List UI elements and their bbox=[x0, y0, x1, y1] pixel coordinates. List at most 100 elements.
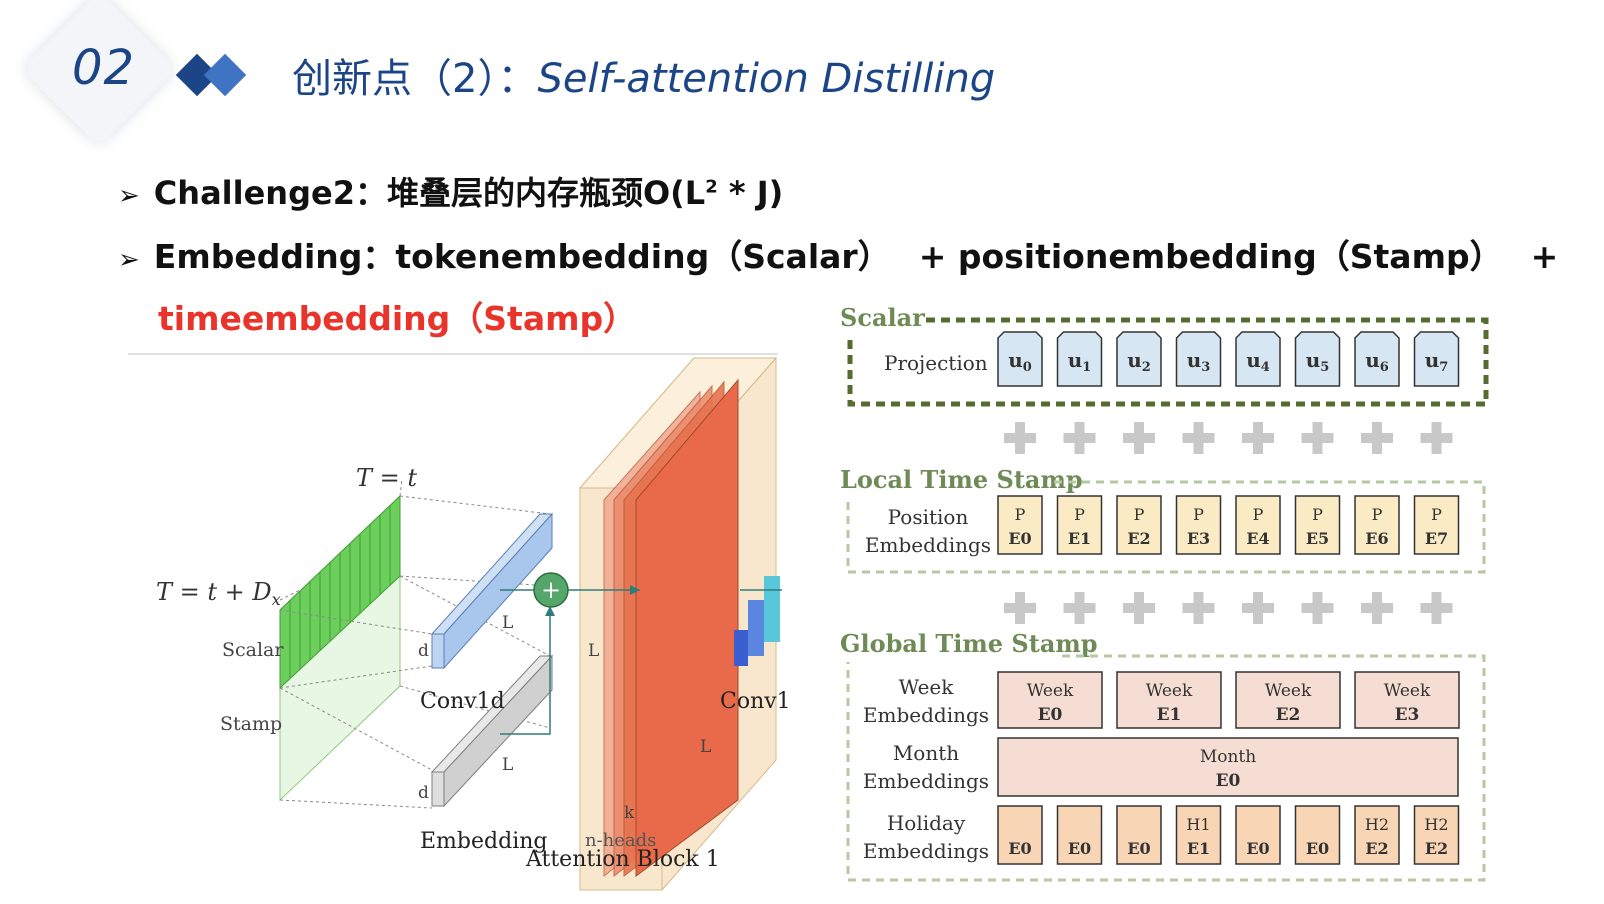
plus-icon bbox=[1004, 422, 1036, 454]
conv1d-token-bar bbox=[430, 512, 554, 670]
projection-cell: u5 bbox=[1294, 331, 1341, 387]
section-title-local-time-stamp: Local Time Stamp bbox=[840, 465, 1083, 494]
projection-cell-label: u0 bbox=[1008, 348, 1032, 375]
label-conv1d: Conv1d bbox=[420, 689, 505, 714]
position-cell-bottom: E3 bbox=[1187, 529, 1210, 548]
plus-icon bbox=[1063, 422, 1096, 454]
position-cell-bottom: E4 bbox=[1246, 529, 1269, 548]
projection-cell: u4 bbox=[1235, 331, 1281, 387]
projection-cell-letter: u bbox=[1306, 348, 1321, 372]
section-title-scalar: Scalar bbox=[840, 303, 925, 332]
projection-cell-subscript: 6 bbox=[1380, 360, 1389, 375]
plus-icon bbox=[1123, 422, 1155, 454]
projection-cell-letter: u bbox=[1068, 348, 1083, 372]
position-cell-top: P bbox=[1134, 505, 1145, 524]
month-cell: Month E0 bbox=[997, 737, 1459, 797]
input-tensor bbox=[279, 494, 401, 802]
bullet-embedding: ➢Embedding：tokenembedding（Scalar）+ posit… bbox=[118, 230, 1558, 278]
projection-cell-label: u6 bbox=[1365, 348, 1389, 375]
plus-icon bbox=[1182, 592, 1215, 624]
position-cell-top: P bbox=[1372, 505, 1383, 524]
position-cell: PE5 bbox=[1294, 495, 1341, 555]
label-position-1: Position bbox=[888, 505, 969, 529]
bullet-challenge: ➢Challenge2：堆叠层的内存瓶颈O(L2 * J) bbox=[118, 168, 783, 214]
position-cell-bottom: E2 bbox=[1127, 529, 1150, 548]
month-cell-bottom: E0 bbox=[1216, 771, 1241, 791]
projection-cell: u3 bbox=[1175, 331, 1222, 387]
projection-cell-letter: u bbox=[1246, 348, 1261, 372]
label-position-2: Embeddings bbox=[865, 533, 991, 557]
label-stamp: Stamp bbox=[220, 713, 282, 735]
label-month-1: Month bbox=[893, 741, 959, 765]
plus-icon bbox=[1182, 422, 1215, 454]
label-k: k bbox=[624, 803, 635, 823]
challenge-text: Challenge2：堆叠层的内存瓶颈O(L bbox=[153, 174, 706, 212]
projection-cell-subscript: 1 bbox=[1082, 360, 1091, 375]
label-holiday-2: Embeddings bbox=[863, 839, 989, 863]
label-week-2: Embeddings bbox=[863, 703, 989, 727]
label-month-2: Embeddings bbox=[863, 769, 989, 793]
week-cell-bottom: E3 bbox=[1395, 705, 1420, 725]
position-cell-top: P bbox=[1431, 505, 1442, 524]
holiday-cell-bottom: E0 bbox=[1127, 839, 1150, 858]
label-embedding: Embedding bbox=[420, 829, 547, 854]
embedding-highlight: timeembedding（Stamp） bbox=[158, 299, 637, 338]
plus-icon bbox=[1420, 592, 1453, 624]
week-cell-bottom: E2 bbox=[1276, 705, 1301, 725]
plus-icon bbox=[1361, 422, 1393, 454]
position-cell: P E7 bbox=[1413, 495, 1460, 555]
plus-row bbox=[1004, 592, 1453, 624]
holiday-cell-bottom: E0 bbox=[1306, 839, 1329, 858]
embedding-part3: + bbox=[1530, 237, 1559, 276]
plus-icon bbox=[1242, 592, 1274, 624]
plus-icon bbox=[1420, 422, 1453, 454]
embedding-part1: Embedding：tokenembedding（Scalar） bbox=[153, 237, 891, 276]
slide-title: 创新点（2）：Self-attention Distilling bbox=[292, 46, 995, 104]
label-projection: Projection bbox=[884, 351, 988, 375]
arrow-bullet-icon: ➢ bbox=[118, 245, 140, 275]
projection-cell-letter: u bbox=[1187, 348, 1202, 372]
plus-icon bbox=[1242, 422, 1274, 454]
position-cell: PE0 bbox=[997, 495, 1043, 555]
label-t-left: T = t + Dx bbox=[156, 578, 281, 609]
plus-icon bbox=[1004, 592, 1036, 624]
position-cell-top: P bbox=[1193, 505, 1204, 524]
position-cell: PE1 bbox=[1056, 495, 1103, 555]
holiday-cell: E0 bbox=[997, 805, 1043, 865]
label-l-block: L bbox=[588, 641, 599, 661]
projection-cell-letter: u bbox=[1425, 348, 1440, 372]
plus-symbol: + bbox=[541, 576, 561, 604]
holiday-cell: E0 bbox=[1116, 805, 1162, 865]
label-t-top: T = t bbox=[356, 464, 417, 492]
label-l-lower: L bbox=[502, 755, 513, 775]
label-conv1-right: Conv1 bbox=[720, 689, 791, 714]
position-cell-bottom: E6 bbox=[1365, 529, 1388, 548]
projection-cell-subscript: 0 bbox=[1023, 360, 1032, 375]
slide-title-en: Self-attention Distilling bbox=[537, 56, 996, 102]
projection-cell-label: u7 bbox=[1425, 348, 1449, 375]
week-cell-bottom: E1 bbox=[1157, 705, 1182, 725]
week-cell-top: Week bbox=[1265, 681, 1312, 701]
projection-cell-subscript: 7 bbox=[1439, 360, 1448, 375]
holiday-cell: E0 bbox=[1294, 805, 1341, 865]
week-cell-top: Week bbox=[1146, 681, 1193, 701]
holiday-cell-bottom: E0 bbox=[1008, 839, 1031, 858]
plus-icon bbox=[1123, 592, 1155, 624]
position-cell-bottom: E7 bbox=[1425, 529, 1448, 548]
holiday-cell-top: H2 bbox=[1365, 815, 1389, 834]
position-cells: PE0 PE1 P E2 P E3 P E4 PE5 P E6 P E7 bbox=[997, 495, 1460, 555]
arrow-bullet-icon: ➢ bbox=[118, 181, 140, 211]
position-cell-top: P bbox=[1015, 505, 1026, 524]
holiday-cell-bottom: E0 bbox=[1068, 839, 1091, 858]
plus-row bbox=[1004, 422, 1453, 454]
plus-icon bbox=[1361, 592, 1393, 624]
plus-circle-icon bbox=[533, 572, 569, 608]
projection-cell: u7 bbox=[1413, 331, 1460, 387]
week-cell-top: Week bbox=[1027, 681, 1074, 701]
